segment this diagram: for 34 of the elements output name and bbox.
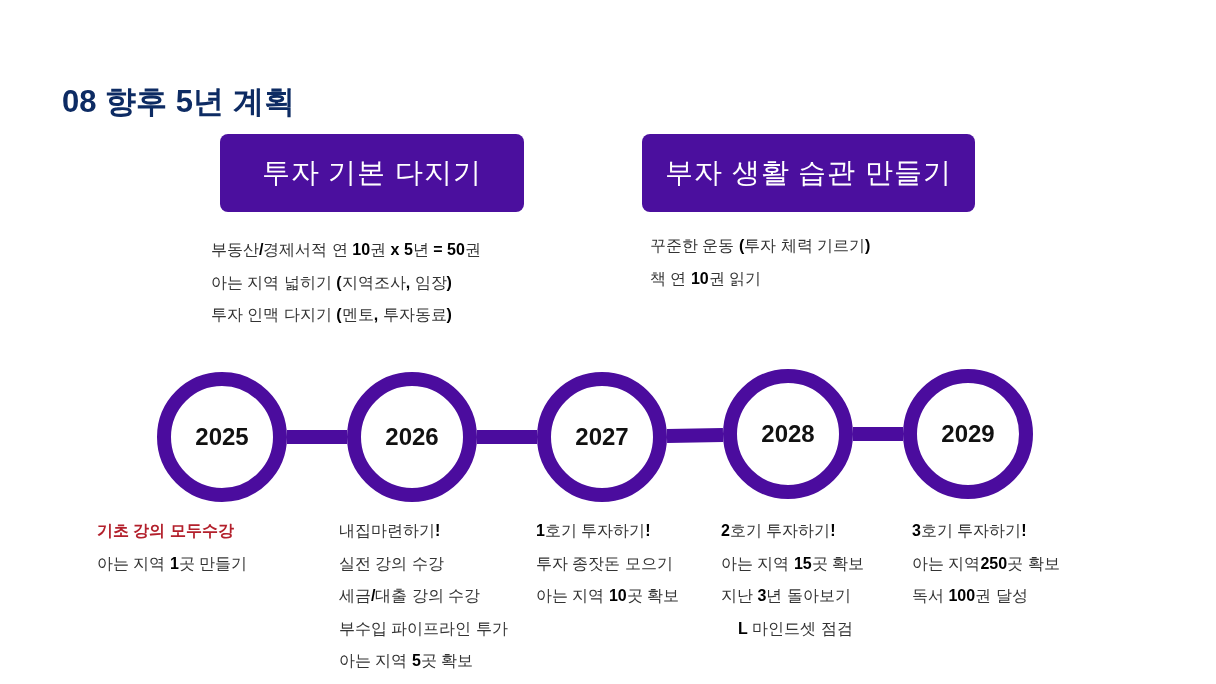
plan-item: 지난 3년 돌아보기 xyxy=(721,586,851,606)
plan-item: 내집마련하기! xyxy=(339,521,441,541)
connector-bar xyxy=(287,430,347,444)
year-circle: 2026 xyxy=(347,372,477,502)
plan-item: 독서 100권 달성 xyxy=(912,586,1028,606)
plan-item: L 마인드셋 점검 xyxy=(738,618,853,639)
goal-item: 부동산/경제서적 연 10권 x 5년 = 50권 xyxy=(211,240,481,260)
year-circle: 2025 xyxy=(157,372,287,502)
header-box: 부자 생활 습관 만들기 xyxy=(642,134,975,212)
year-circle: 2029 xyxy=(903,369,1033,499)
plan-item: 기초 강의 모두수강 xyxy=(97,521,234,541)
plan-item: 아는 지역250곳 확보 xyxy=(912,553,1060,574)
goal-item: 책 연 10권 읽기 xyxy=(650,268,762,289)
plan-item: 투자 종잣돈 모으기 xyxy=(536,553,673,574)
plan-item: 부수입 파이프라인 투가 xyxy=(339,618,508,639)
plan-item: 아는 지역 5곳 확보 xyxy=(339,651,474,671)
connector-bar xyxy=(477,430,537,444)
connector-bar xyxy=(666,428,724,443)
goal-item: 아는 지역 넓히기 (지역조사, 임장) xyxy=(211,272,452,293)
plan-item: 아는 지역 1곳 만들기 xyxy=(97,553,248,574)
connector-bar xyxy=(853,427,903,441)
year-circle: 2027 xyxy=(537,372,667,502)
year-circle: 2028 xyxy=(723,369,853,499)
goal-item: 꾸준한 운동 (투자 체력 기르기) xyxy=(650,236,871,256)
plan-item: 아는 지역 10곳 확보 xyxy=(536,586,680,606)
plan-item: 3호기 투자하기! xyxy=(912,521,1027,541)
plan-item: 2호기 투자하기! xyxy=(721,521,836,541)
plan-item: 실전 강의 수강 xyxy=(339,553,444,574)
goal-item: 투자 인맥 다지기 (멘토, 투자동료) xyxy=(211,305,452,325)
page-title: 08 향후 5년 계획 xyxy=(62,84,295,120)
plan-item: 세금/대출 강의 수강 xyxy=(339,586,481,606)
header-box: 투자 기본 다지기 xyxy=(220,134,524,212)
plan-item: 아는 지역 15곳 확보 xyxy=(721,553,865,574)
plan-item: 1호기 투자하기! xyxy=(536,521,651,541)
